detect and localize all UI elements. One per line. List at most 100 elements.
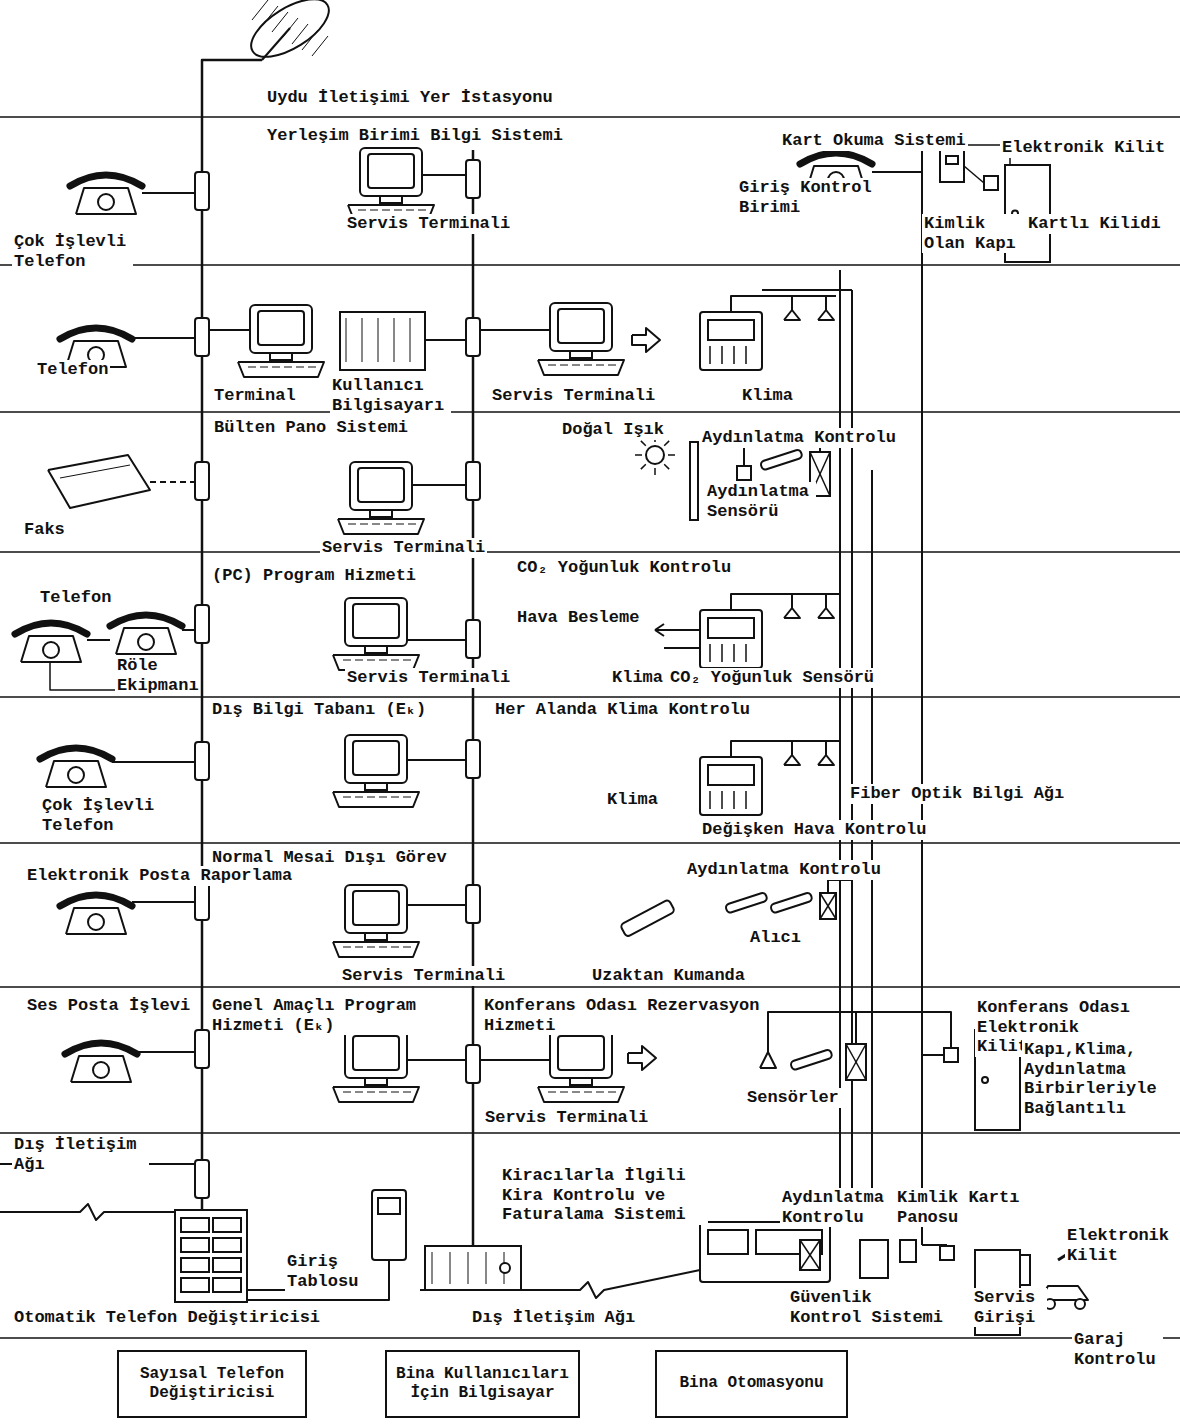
label-text: Aydınlatma Kontrolu (700, 428, 898, 448)
air-inlet (664, 647, 700, 649)
monitor-symbol (345, 1030, 407, 1078)
air-duct (731, 594, 770, 610)
monitor-stand (370, 510, 392, 517)
air-conditioner-fins (721, 346, 723, 364)
dish-grid (252, 0, 268, 20)
control-box-cross (800, 1240, 820, 1270)
keyboard-keys (343, 797, 351, 798)
air-conditioner-fins (745, 346, 747, 364)
control-box-cross (846, 1044, 866, 1080)
wire (132, 901, 195, 903)
label-text: Uzaktan Kumanda (590, 966, 747, 986)
monitor-symbol (350, 462, 412, 510)
label-text: Servis Terminali (320, 538, 487, 558)
wall-outlet (466, 885, 480, 923)
light-sensor-rod (690, 442, 698, 520)
telephone-handset (800, 153, 872, 164)
monitor-symbol (550, 1030, 612, 1078)
floor-line (0, 411, 1180, 413)
satellite-dish (242, 0, 338, 68)
wire (209, 329, 250, 331)
label-text: Kimlik Kartı Panosu (895, 1188, 1027, 1227)
control-box-cross (820, 893, 836, 919)
id-card-panel (860, 1240, 888, 1278)
exchange-drawer (181, 1278, 209, 1292)
keyboard-keys (584, 1092, 592, 1093)
floor-line (0, 116, 1180, 118)
air-conditioner-symbol (700, 312, 762, 370)
label-text: Kart Okuma Sistemi (780, 131, 968, 151)
keyboard-keys (394, 210, 402, 211)
dish-grid (312, 36, 328, 56)
air-conditioner-panel (708, 320, 754, 340)
monitor-screen (353, 1036, 399, 1070)
air-inlet (655, 630, 664, 636)
monitor-screen (368, 154, 414, 188)
floor-line (0, 551, 1180, 553)
wire (87, 639, 110, 641)
keyboard-symbol (538, 1087, 624, 1102)
label-text: Bülten Pano Sistemi (212, 418, 410, 438)
label-text: Her Alanda Klima Kontrolu (493, 700, 752, 720)
label-text: Servis Terminali (340, 966, 507, 986)
fax-paper (60, 465, 130, 478)
air-diffuser (818, 608, 834, 618)
light-switch (737, 466, 751, 480)
keyboard-keys (355, 797, 363, 798)
wall-outlet (195, 462, 209, 500)
air-conditioner-panel (708, 618, 754, 638)
label-text: Aydınlatma Kontrolu (780, 1188, 891, 1227)
air-duct (731, 741, 770, 757)
keyboard-keys (608, 365, 616, 366)
fiber-optic-line (871, 470, 873, 1222)
air-duct (762, 295, 836, 297)
air-conditioner-fins (733, 346, 735, 364)
monitor-symbol (345, 885, 407, 933)
lock-box (984, 176, 998, 190)
keyboard-keys (418, 210, 426, 211)
keyboard-keys (343, 1092, 351, 1093)
computer-stripes (378, 318, 379, 362)
wire (828, 880, 852, 893)
air-conditioner-symbol (700, 757, 762, 815)
label-text: Elektronik Posta Raporlama (25, 866, 294, 886)
lock-box (1020, 1255, 1030, 1285)
keyboard-symbol (333, 1087, 419, 1102)
keyboard-keys (355, 947, 363, 948)
wall-outlet (466, 740, 480, 778)
label-text: Çok İşlevli Telefon (12, 232, 133, 271)
dish-grid (272, 12, 288, 32)
control-box-cross (820, 893, 836, 919)
floor-line (0, 1337, 1180, 1339)
keyboard-keys (370, 210, 378, 211)
air-conditioner-fins (733, 644, 735, 662)
exchange-drawer (213, 1278, 241, 1292)
label-text: Sensörler (745, 1088, 841, 1108)
wire (762, 740, 840, 742)
monitor-stand (380, 196, 402, 203)
sun-ray (664, 464, 669, 469)
label-text: Kapı,Klima, Aydınlatma Birbirleriyle Bağ… (1022, 1040, 1164, 1118)
telephone-dial (88, 914, 104, 930)
sun-ray (654, 468, 656, 475)
telephone-dial (93, 1062, 109, 1078)
floor-line (0, 986, 1180, 988)
process-box: Sayısal Telefon Değiştiricisi (117, 1350, 307, 1418)
wire (922, 1012, 951, 1048)
remote-control (620, 899, 675, 937)
keyboard-keys (343, 660, 351, 661)
process-box: Bina Kullanıcıları İçin Bilgisayar (385, 1350, 580, 1418)
wire (762, 593, 840, 595)
label-text: Klima (605, 790, 660, 810)
monitor-stand (365, 646, 387, 653)
wall-outlet (195, 882, 209, 920)
label-text: Kiracılarla İlgili Kira Kontrolu ve Fatu… (500, 1166, 708, 1225)
wire (137, 1051, 195, 1053)
wire (422, 174, 466, 176)
computer-stripes (410, 318, 411, 362)
monitor-screen (353, 741, 399, 775)
wall-outlet (466, 462, 480, 500)
id-card-reader (900, 1240, 916, 1262)
air-duct (825, 741, 827, 755)
